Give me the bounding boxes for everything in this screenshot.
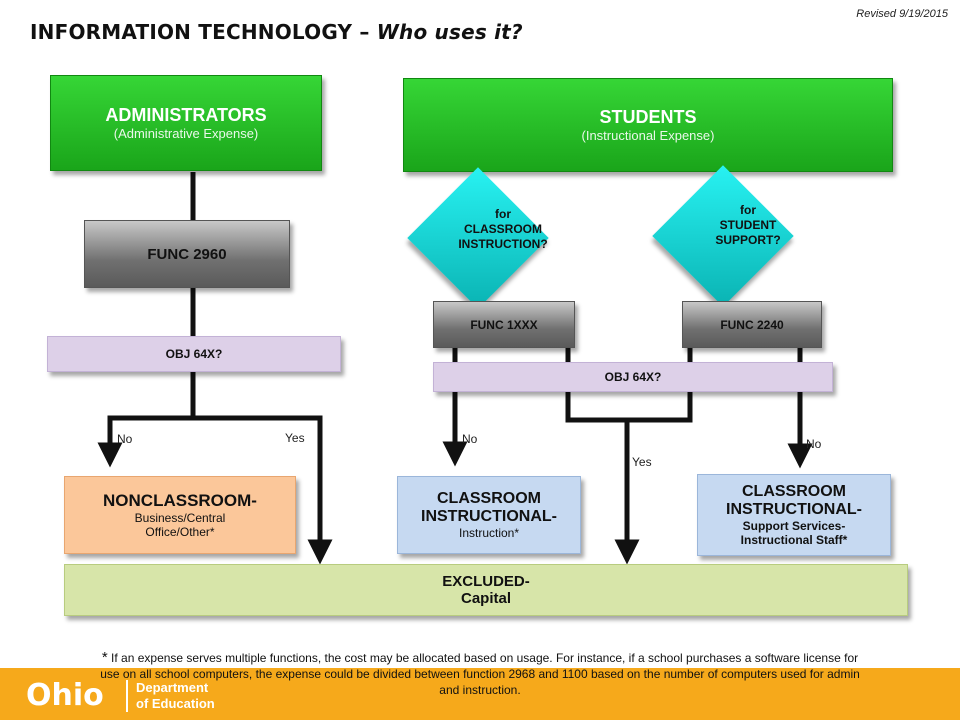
classroom-support-sub1: Support Services- — [742, 519, 846, 533]
footnote-text: If an expense serves multiple functions,… — [100, 651, 860, 697]
nonclassroom-title: NONCLASSROOM- — [103, 491, 257, 510]
page-title: INFORMATION TECHNOLOGY – Who uses it? — [30, 20, 523, 44]
func-2240-label: FUNC 2240 — [720, 317, 784, 332]
logo-ohio-text: Ohio — [26, 678, 104, 713]
administrators-box: ADMINISTRATORS (Administrative Expense) — [50, 75, 322, 171]
classroom-support-line2: INSTRUCTIONAL- — [726, 501, 862, 518]
logo-divider — [126, 680, 128, 712]
students-subtitle: (Instructional Expense) — [581, 128, 715, 143]
obj-64x-right-box: OBJ 64X? — [433, 362, 833, 392]
diamond-classroom-line1: for — [495, 207, 511, 221]
revised-date: Revised 9/19/2015 — [856, 8, 948, 20]
classroom-support-box: CLASSROOM INSTRUCTIONAL- Support Service… — [697, 474, 891, 556]
label-no-middle: No — [462, 432, 478, 446]
classroom-instruction-box: CLASSROOM INSTRUCTIONAL- Instruction* — [397, 476, 581, 554]
func-1xxx-label: FUNC 1XXX — [470, 317, 538, 332]
func-2240-box: FUNC 2240 — [682, 301, 822, 348]
classroom-instruction-line2: INSTRUCTIONAL- — [421, 508, 557, 525]
label-no-left: No — [117, 432, 133, 446]
diamond-support-text: for STUDENT SUPPORT? — [663, 203, 833, 248]
diamond-classroom-text: for CLASSROOM INSTRUCTION? — [418, 207, 588, 252]
func-1xxx-box: FUNC 1XXX — [433, 301, 575, 348]
students-box: STUDENTS (Instructional Expense) — [403, 78, 893, 172]
nonclassroom-sub2: Office/Other* — [145, 525, 215, 539]
nonclassroom-sub1: Business/Central — [134, 511, 226, 525]
diamond-support-line1: for — [740, 203, 756, 217]
obj-64x-right-label: OBJ 64X? — [604, 370, 662, 384]
diamond-classroom-line3: INSTRUCTION? — [458, 237, 548, 251]
classroom-instruction-line1: CLASSROOM — [437, 490, 541, 507]
excluded-line2: Capital — [460, 590, 511, 607]
classroom-support-sub2: Instructional Staff* — [740, 533, 848, 547]
diamond-classroom-line2: CLASSROOM — [464, 222, 542, 236]
obj-64x-left-label: OBJ 64X? — [165, 347, 223, 361]
label-yes-left: Yes — [285, 431, 305, 445]
administrators-subtitle: (Administrative Expense) — [113, 126, 259, 141]
diamond-support-line2: STUDENT — [719, 218, 777, 232]
arrow-yes-left — [193, 415, 333, 565]
footer-band — [0, 668, 960, 720]
footnote: * If an expense serves multiple function… — [100, 650, 860, 698]
label-yes-middle: Yes — [632, 455, 652, 469]
diamond-support-line3: SUPPORT? — [715, 233, 781, 247]
obj-64x-left-box: OBJ 64X? — [47, 336, 341, 372]
excluded-capital-box: EXCLUDED- Capital — [64, 564, 908, 616]
title-italic: Who uses it? — [376, 20, 523, 44]
classroom-instruction-sub: Instruction* — [458, 526, 520, 540]
excluded-line1: EXCLUDED- — [442, 573, 530, 590]
students-title: STUDENTS — [599, 107, 697, 127]
logo-department-text: Department of Education — [136, 680, 215, 712]
logo-dept-line2: of Education — [136, 696, 215, 711]
logo-dept-line1: Department — [136, 680, 209, 695]
ohio-education-logo: Ohio Department of Education — [26, 674, 236, 718]
func-2960-label: FUNC 2960 — [147, 245, 227, 263]
nonclassroom-box: NONCLASSROOM- Business/Central Office/Ot… — [64, 476, 296, 554]
func-2960-box: FUNC 2960 — [84, 220, 290, 288]
footnote-star: * — [101, 649, 108, 666]
classroom-support-line1: CLASSROOM — [742, 483, 846, 500]
administrators-title: ADMINISTRATORS — [105, 105, 267, 125]
arrow-no-left — [97, 415, 193, 468]
label-no-right: No — [806, 437, 822, 451]
title-main: INFORMATION TECHNOLOGY – — [30, 20, 377, 44]
